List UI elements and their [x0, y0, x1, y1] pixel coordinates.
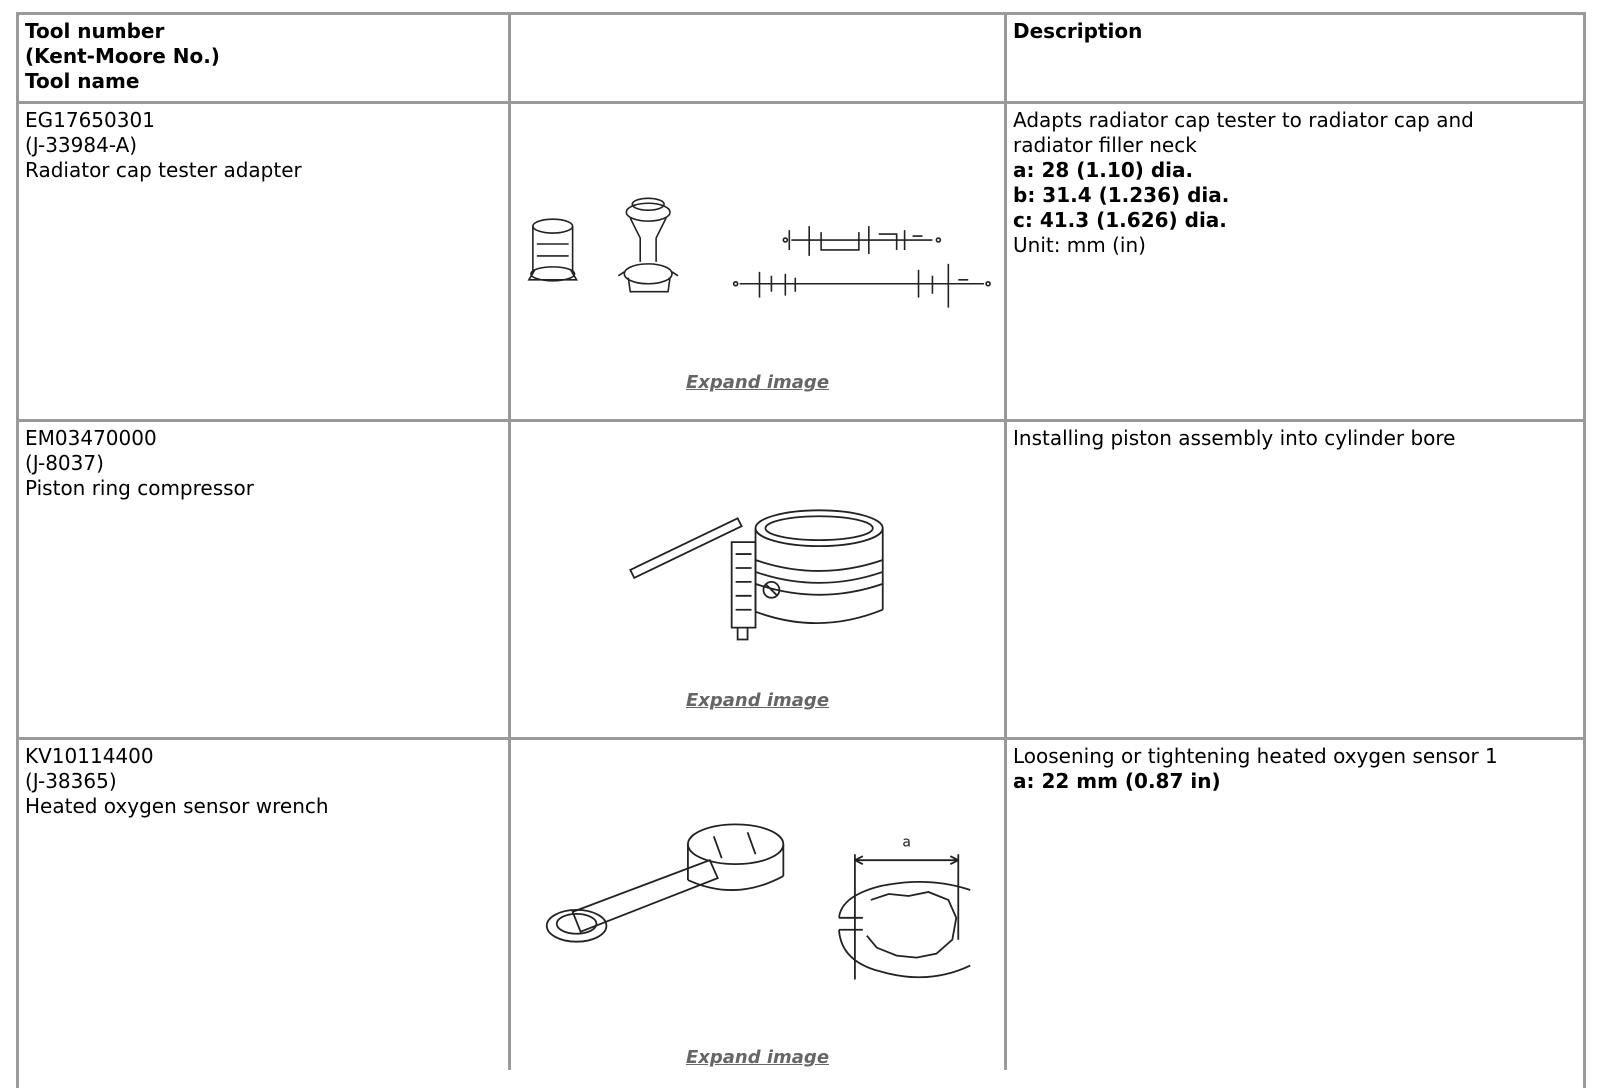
tool-name: Heated oxygen sensor wrench — [25, 794, 329, 818]
image-cell: a Expand image — [511, 740, 1007, 1070]
header-tool-cell: Tool number (Kent-Moore No.) Tool name — [19, 15, 511, 101]
table-header-row: Tool number (Kent-Moore No.) Tool name D… — [19, 15, 1583, 104]
description-line: radiator filler neck — [1013, 133, 1197, 157]
expand-image-link[interactable]: Expand image — [685, 372, 830, 393]
header-tool-name: Tool name — [25, 69, 140, 93]
tool-name: Radiator cap tester adapter — [25, 158, 302, 182]
header-description: Description — [1013, 19, 1143, 43]
table-row: EM03470000 (J-8037) Piston ring compress… — [19, 422, 1583, 740]
tool-number: EM03470000 — [25, 426, 157, 450]
description-cell: Adapts radiator cap tester to radiator c… — [1007, 104, 1583, 419]
description-line: Loosening or tightening heated oxygen se… — [1013, 744, 1498, 768]
dimension-a: a: 22 mm (0.87 in) — [1013, 769, 1221, 793]
kent-moore-number: (J-8037) — [25, 451, 104, 475]
tool-number: KV10114400 — [25, 744, 154, 768]
header-image-cell — [511, 15, 1007, 101]
image-cell: Expand image — [511, 422, 1007, 737]
dimension-a: a: 28 (1.10) dia. — [1013, 158, 1194, 182]
dimension-a-label: a — [902, 834, 911, 850]
description-cell: Loosening or tightening heated oxygen se… — [1007, 740, 1583, 1070]
heated-oxygen-sensor-wrench-illustration: a — [545, 823, 971, 980]
image-cell: Expand image — [511, 104, 1007, 419]
header-kent-moore: (Kent-Moore No.) — [25, 44, 220, 68]
expand-image-link[interactable]: Expand image — [685, 1047, 830, 1068]
expand-image-link[interactable]: Expand image — [685, 690, 830, 711]
dimension-b: b: 31.4 (1.236) dia. — [1013, 183, 1230, 207]
special-tools-table: Tool number (Kent-Moore No.) Tool name D… — [16, 12, 1586, 1088]
piston-ring-compressor-illustration — [629, 509, 884, 641]
kent-moore-number: (J-33984-A) — [25, 133, 138, 157]
kent-moore-number: (J-38365) — [25, 769, 117, 793]
tool-name: Piston ring compressor — [25, 476, 255, 500]
description-line: Adapts radiator cap tester to radiator c… — [1013, 108, 1474, 132]
description-cell: Installing piston assembly into cylinder… — [1007, 422, 1583, 737]
header-tool-number: Tool number — [25, 19, 165, 43]
table-row: KV10114400 (J-38365) Heated oxygen senso… — [19, 740, 1583, 1070]
radiator-cap-tester-adapter-illustration — [527, 197, 991, 308]
table-row: EG17650301 (J-33984-A) Radiator cap test… — [19, 104, 1583, 422]
tool-cell: EM03470000 (J-8037) Piston ring compress… — [19, 422, 511, 737]
tool-number: EG17650301 — [25, 108, 155, 132]
unit-label: Unit: mm (in) — [1013, 233, 1146, 257]
dimension-c: c: 41.3 (1.626) dia. — [1013, 208, 1227, 232]
description-line: Installing piston assembly into cylinder… — [1013, 426, 1456, 450]
tool-cell: EG17650301 (J-33984-A) Radiator cap test… — [19, 104, 511, 419]
tool-cell: KV10114400 (J-38365) Heated oxygen senso… — [19, 740, 511, 1070]
